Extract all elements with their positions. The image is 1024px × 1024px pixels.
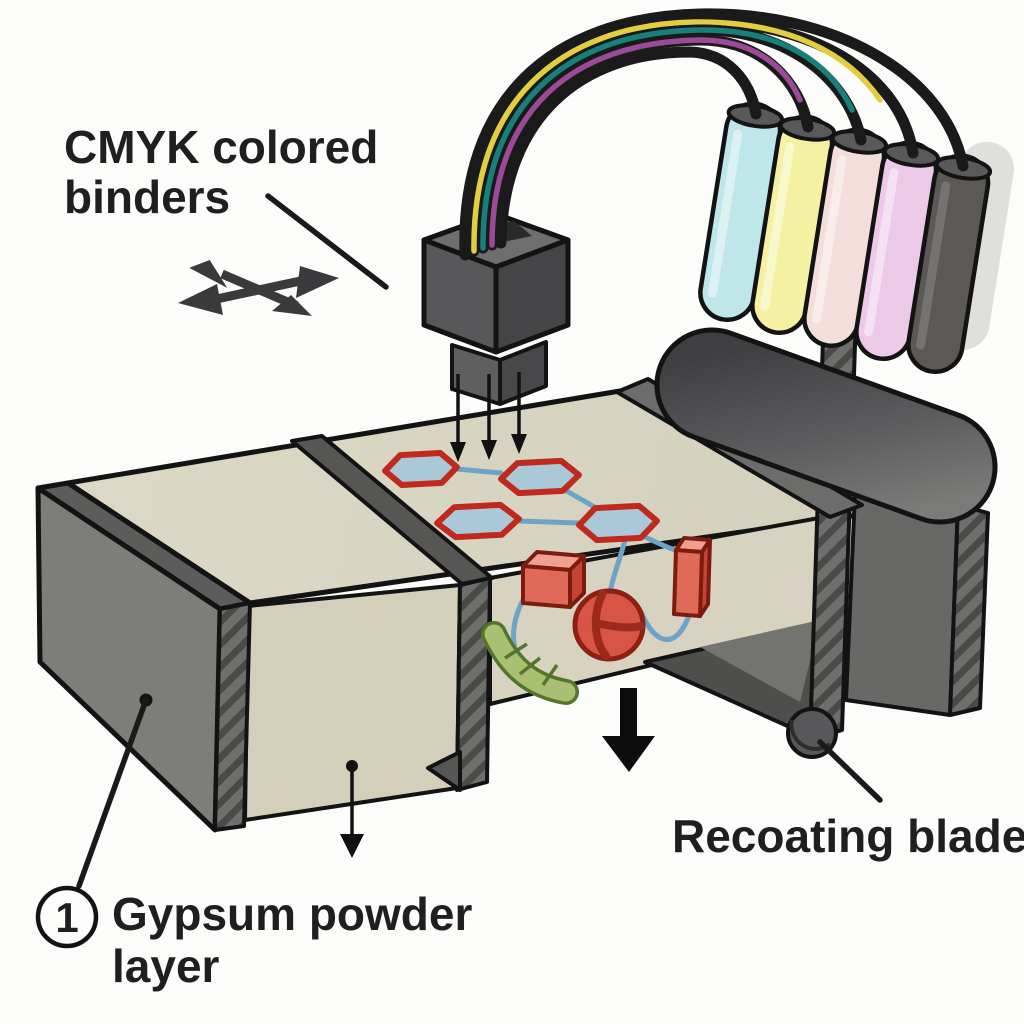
cartridge-light-magenta [802, 127, 889, 348]
hexagon-connector-lines [454, 466, 681, 554]
binder-tubes [459, 8, 969, 261]
tube-teal [480, 27, 855, 251]
cmyk-binders-label: CMYK colored binders [64, 121, 378, 223]
green-band-ticks [504, 642, 559, 687]
printed-block [672, 536, 712, 618]
tube-purple [489, 37, 803, 248]
gypsum-label-line1: Gypsum powder [112, 888, 472, 940]
gypsum-layer-label: Gypsum powder layer [112, 888, 472, 992]
gypsum-leader-line [76, 693, 153, 889]
xy-motion-arrows-icon [178, 259, 339, 316]
bed-left-wall [35, 480, 253, 833]
object-outline-blue-right [638, 609, 691, 642]
printed-hexagons [382, 449, 681, 554]
bed-lowering-arrow [602, 688, 655, 772]
printed-sphere [572, 588, 646, 662]
printed-solids [521, 536, 712, 662]
tube-black-inner [495, 46, 762, 249]
recoater-underside-highlight [700, 620, 820, 702]
printed-hexagon-4 [576, 502, 660, 544]
print-head-right [493, 237, 571, 355]
recoating-blade-label: Recoating blade [672, 810, 1024, 862]
recoater-assembly [615, 306, 998, 759]
binder-jet-arrows [450, 372, 527, 462]
printed-hexagon-2 [498, 457, 582, 497]
cmyk-binders-line2: binders [64, 171, 230, 223]
print-head-nozzle [450, 340, 548, 406]
step-number-circle [35, 885, 99, 949]
recoater-roller [654, 327, 998, 525]
step-number: 1 [55, 894, 78, 941]
powder-layer-down-arrow [340, 760, 364, 858]
bed-divider-foot [426, 750, 462, 792]
recoating-leader-line [817, 739, 883, 803]
cmyk-leader-line [265, 193, 389, 290]
printed-hexagon-3 [434, 501, 522, 541]
gypsum-label-line2: layer [112, 940, 220, 992]
powder-bed [35, 388, 869, 833]
recoater-body-hatch [948, 503, 990, 717]
cmyk-binders-line1: CMYK colored [64, 121, 378, 173]
printed-cube [521, 550, 586, 609]
tube-yellow [471, 19, 883, 254]
printed-hexagon-1 [382, 449, 460, 489]
tube-black-outer [459, 8, 969, 261]
bed-left-wall-hatch [213, 601, 252, 832]
gypsum-step-badge: 1 [35, 885, 99, 949]
